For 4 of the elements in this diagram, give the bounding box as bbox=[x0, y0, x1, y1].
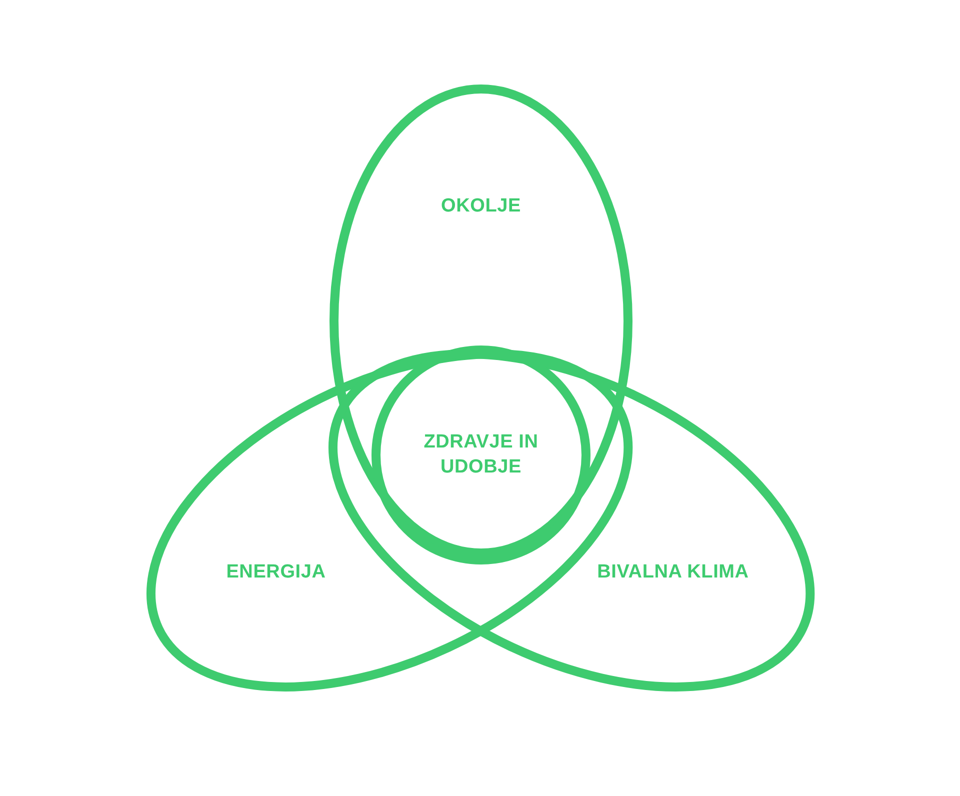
venn-label: ZDRAVJE IN UDOBJE bbox=[422, 430, 540, 479]
venn-label: ENERGIJA bbox=[225, 560, 327, 585]
venn-label: BIVALNA KLIMA bbox=[596, 560, 750, 585]
venn-label: OKOLJE bbox=[440, 194, 522, 219]
